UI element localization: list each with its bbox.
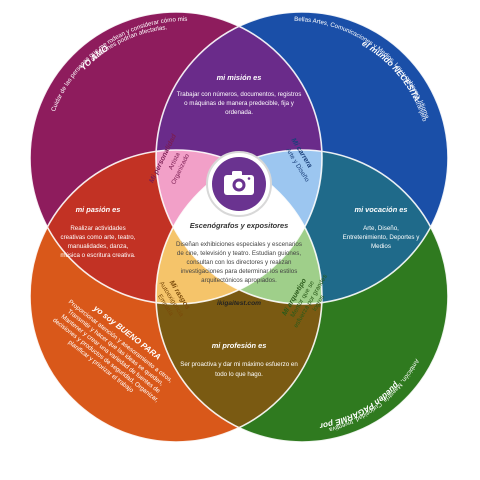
center-line-2: de cine, televisión y teatro. Estudian g… xyxy=(177,250,301,257)
vocacion-line-2: Entretenimiento, Deportes y xyxy=(343,234,421,241)
vocacion-line-1: Arte, Diseño, xyxy=(363,225,399,232)
mision-line-2: o máquinas de manera predecible, fija y xyxy=(184,100,295,107)
vocacion-title: mi vocación es xyxy=(355,205,408,214)
pasion-line-1: Realizar actividades xyxy=(70,225,125,232)
pasion-line-4: música o escritura creativa. xyxy=(60,252,136,259)
mision-title: mi misión es xyxy=(217,73,262,82)
profesion-line-1: Ser proactiva y dar mi máximo esfuerzo e… xyxy=(180,361,298,368)
center-title: Escenógrafos y expositores xyxy=(190,221,289,230)
profesion-title: mi profesión es xyxy=(212,341,267,350)
mision-line-3: ordenada. xyxy=(225,109,253,116)
profesion-line-2: todo lo que hago. xyxy=(215,371,263,378)
vocacion-line-3: Medios xyxy=(371,243,391,250)
center-line-3: consultan con los directores y realizan xyxy=(187,259,292,266)
center-line-1: Diseñan exhibiciones especiales y escena… xyxy=(176,241,302,248)
site-label: ikigaitest.com xyxy=(217,300,261,307)
pasion-title: mi pasión es xyxy=(76,205,121,214)
mision-line-1: Trabajar con números, documentos, regist… xyxy=(177,91,302,98)
center-line-5: arquitectónicos apropiados. xyxy=(201,277,277,284)
center-line-4: investigaciones para determinar los esti… xyxy=(181,268,298,275)
circle-outlines xyxy=(29,11,449,443)
camera-icon xyxy=(206,151,272,217)
pasion-line-2: creativas como arte, teatro, xyxy=(61,234,136,241)
pasion-line-3: manualidades, danza, xyxy=(68,243,129,250)
